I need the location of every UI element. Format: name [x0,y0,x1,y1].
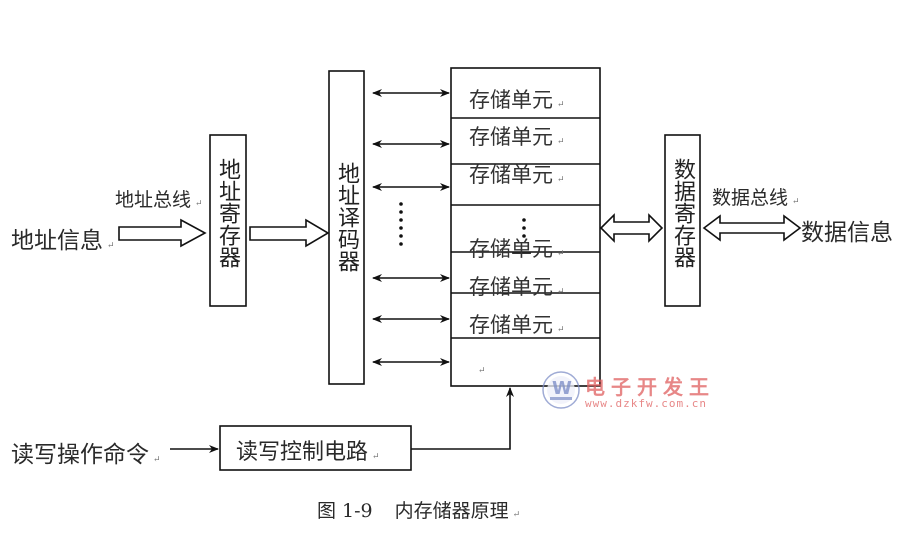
memory-cell: 存储单元↵ [469,237,565,261]
address-info-text: 地址信息 [11,228,103,254]
data-bus-text: 数据总线 [712,187,789,209]
memory-cell: 存储单元↵ [469,275,565,299]
data-bus-arrow [702,214,802,242]
data-register-box [664,134,701,307]
figure-caption: 图 1-9 内存储器原理↵ [317,496,520,523]
watermark-text: 电子开发王 [585,375,715,399]
memory-cell: 存储单元↵ [469,163,565,187]
address-register-label: 地址寄存器 [215,158,240,268]
decoder-ellipsis-dots [399,202,403,246]
paragraph-mark: ↵ [372,452,380,462]
memory-ellipsis-dots [522,218,526,238]
memory-data-register-arrow [599,213,664,243]
address-register-box [209,134,247,307]
data-register-label: 数据寄存器 [670,158,695,268]
rw-control-label: 读写控制电路↵ [236,434,380,466]
paragraph-mark: ↵ [195,199,203,209]
figure-number: 图 1-9 [317,500,373,522]
paragraph-mark: ↵ [792,197,800,207]
memory-cell: 存储单元↵ [469,313,565,337]
figure-title: 内存储器原理 [394,500,509,522]
memory-cell: 存储单元↵ [469,125,565,149]
data-info-label: 数据信息 [801,220,893,246]
watermark-logo [542,371,580,409]
address-decoder-label: 地址译码器 [334,162,359,272]
rw-command-text: 读写操作命令 [11,442,149,468]
paragraph-mark: ↵ [512,510,521,520]
rw-control-box [219,425,412,471]
paragraph-mark: ↵ [153,455,161,465]
control-to-memory-arrow [411,387,514,450]
memory-cell: 存储单元↵ [469,88,565,112]
watermark-url: www.dzkfw.com.cn [585,397,707,410]
memory-array-box [450,67,601,387]
paragraph-mark: ↵ [107,241,115,251]
rw-control-text: 读写控制电路 [236,440,369,465]
address-decoder-box [328,70,365,385]
memory-cell-empty: ↵ [478,366,486,376]
memory-cell-dividers [451,117,600,339]
decoder-cell-arrows [372,89,450,366]
rw-command-label: 读写操作命令 ↵ [11,435,161,469]
address-bus-text: 地址总线 [115,189,192,211]
address-info-label: 地址信息 ↵ [11,221,115,255]
register-to-decoder-arrow [249,218,330,248]
watermark-logo-letter: W [552,378,572,399]
data-bus-label: 数据总线↵ [712,183,800,210]
address-bus-arrow [118,218,207,248]
address-bus-label: 地址总线↵ [115,185,203,212]
